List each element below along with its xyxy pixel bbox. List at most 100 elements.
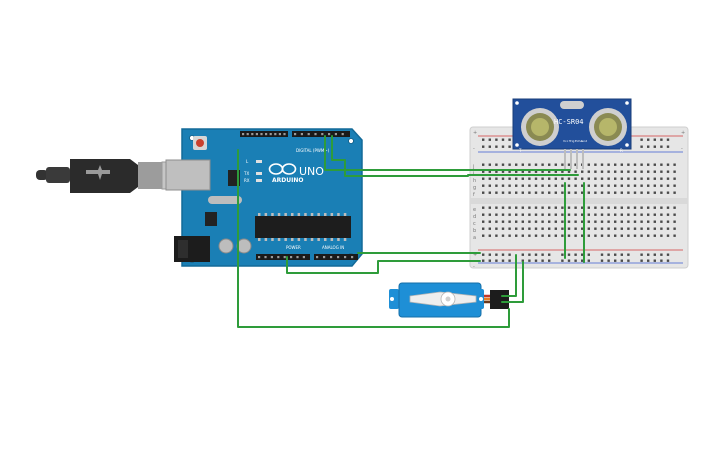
breadboard-hole[interactable] [640,220,643,223]
breadboard-hole[interactable] [482,206,485,209]
breadboard-hole[interactable] [653,170,656,173]
breadboard-hole[interactable] [541,191,544,194]
breadboard-hole[interactable] [673,220,676,223]
breadboard-hole[interactable] [548,191,551,194]
breadboard-hole[interactable] [660,191,663,194]
breadboard-hole[interactable] [660,234,663,237]
breadboard-hole[interactable] [587,184,590,187]
wire-gnd-rail[interactable] [286,256,481,274]
breadboard-hole[interactable] [587,170,590,173]
breadboard-hole[interactable] [633,170,637,173]
breadboard-hole[interactable] [581,191,584,194]
breadboard-hole[interactable] [567,234,571,237]
breadboard-hole[interactable] [501,227,505,230]
breadboard-hole[interactable] [482,234,485,237]
hc-sr04-sensor[interactable]: HC-SR04 T R Vcc Trig Echo Gnd [512,98,632,169]
header-pin[interactable] [260,133,263,136]
breadboard-hole[interactable] [528,163,531,166]
breadboard-hole[interactable] [561,163,564,166]
breadboard-hole[interactable] [508,213,511,216]
breadboard-hole[interactable] [653,206,656,209]
breadboard-hole[interactable] [594,170,597,173]
rail-hole[interactable] [548,253,551,256]
breadboard-hole[interactable] [495,170,498,173]
rail-hole[interactable] [501,259,505,262]
breadboard-hole[interactable] [653,163,656,166]
breadboard-hole[interactable] [515,191,518,194]
breadboard-hole[interactable] [594,234,597,237]
breadboard-hole[interactable] [534,206,538,209]
rail-hole[interactable] [482,138,485,141]
breadboard-hole[interactable] [554,177,557,180]
header-pin[interactable] [283,133,286,136]
breadboard-hole[interactable] [647,163,650,166]
breadboard-hole[interactable] [673,234,676,237]
header-pin[interactable] [300,133,303,136]
breadboard-hole[interactable] [528,191,531,194]
header-pin[interactable] [323,256,326,259]
breadboard-hole[interactable] [574,213,577,216]
rail-hole[interactable] [567,253,571,256]
breadboard-hole[interactable] [647,191,650,194]
breadboard-hole[interactable] [567,163,571,166]
header-pin[interactable] [316,256,319,259]
breadboard-hole[interactable] [554,170,557,173]
breadboard-hole[interactable] [495,184,498,187]
breadboard-hole[interactable] [508,191,511,194]
breadboard-hole[interactable] [567,213,571,216]
breadboard-hole[interactable] [574,184,577,187]
breadboard-hole[interactable] [515,227,518,230]
breadboard-hole[interactable] [614,184,617,187]
breadboard-hole[interactable] [647,177,650,180]
breadboard-hole[interactable] [620,206,623,209]
breadboard-hole[interactable] [673,184,676,187]
breadboard-hole[interactable] [515,170,518,173]
breadboard-hole[interactable] [627,177,630,180]
breadboard-hole[interactable] [620,234,623,237]
breadboard-hole[interactable] [495,234,498,237]
breadboard-hole[interactable] [627,163,630,166]
rail-hole[interactable] [653,138,656,141]
header-pin[interactable] [307,133,310,136]
breadboard-hole[interactable] [482,184,485,187]
breadboard-hole[interactable] [574,234,577,237]
header-pin[interactable] [296,256,299,259]
breadboard-hole[interactable] [620,170,623,173]
breadboard-hole[interactable] [587,213,590,216]
rail-hole[interactable] [534,259,538,262]
rail-hole[interactable] [660,145,663,148]
breadboard-hole[interactable] [488,213,491,216]
header-pin[interactable] [351,256,354,259]
breadboard-hole[interactable] [567,206,571,209]
header-pin[interactable] [258,256,261,259]
breadboard-hole[interactable] [554,163,557,166]
breadboard-hole[interactable] [515,206,518,209]
breadboard-hole[interactable] [653,234,656,237]
breadboard-hole[interactable] [660,163,663,166]
header-pin[interactable] [283,256,286,259]
breadboard-hole[interactable] [554,206,557,209]
rail-hole[interactable] [640,259,643,262]
breadboard-hole[interactable] [548,177,551,180]
rail-hole[interactable] [581,259,584,262]
breadboard-hole[interactable] [567,184,571,187]
breadboard-hole[interactable] [666,220,670,223]
rail-hole[interactable] [482,253,485,256]
rail-hole[interactable] [640,253,643,256]
rail-hole[interactable] [581,253,584,256]
rail-hole[interactable] [495,145,498,148]
breadboard-hole[interactable] [600,163,604,166]
rail-hole[interactable] [647,138,650,141]
header-pin[interactable] [314,133,317,136]
breadboard-hole[interactable] [600,213,604,216]
breadboard-hole[interactable] [607,163,610,166]
breadboard-hole[interactable] [515,184,518,187]
breadboard-hole[interactable] [673,163,676,166]
header-pin[interactable] [321,133,324,136]
breadboard-hole[interactable] [528,184,531,187]
breadboard-hole[interactable] [594,184,597,187]
breadboard-hole[interactable] [554,213,557,216]
breadboard-hole[interactable] [501,191,505,194]
rail-hole[interactable] [627,253,630,256]
breadboard-hole[interactable] [521,177,524,180]
